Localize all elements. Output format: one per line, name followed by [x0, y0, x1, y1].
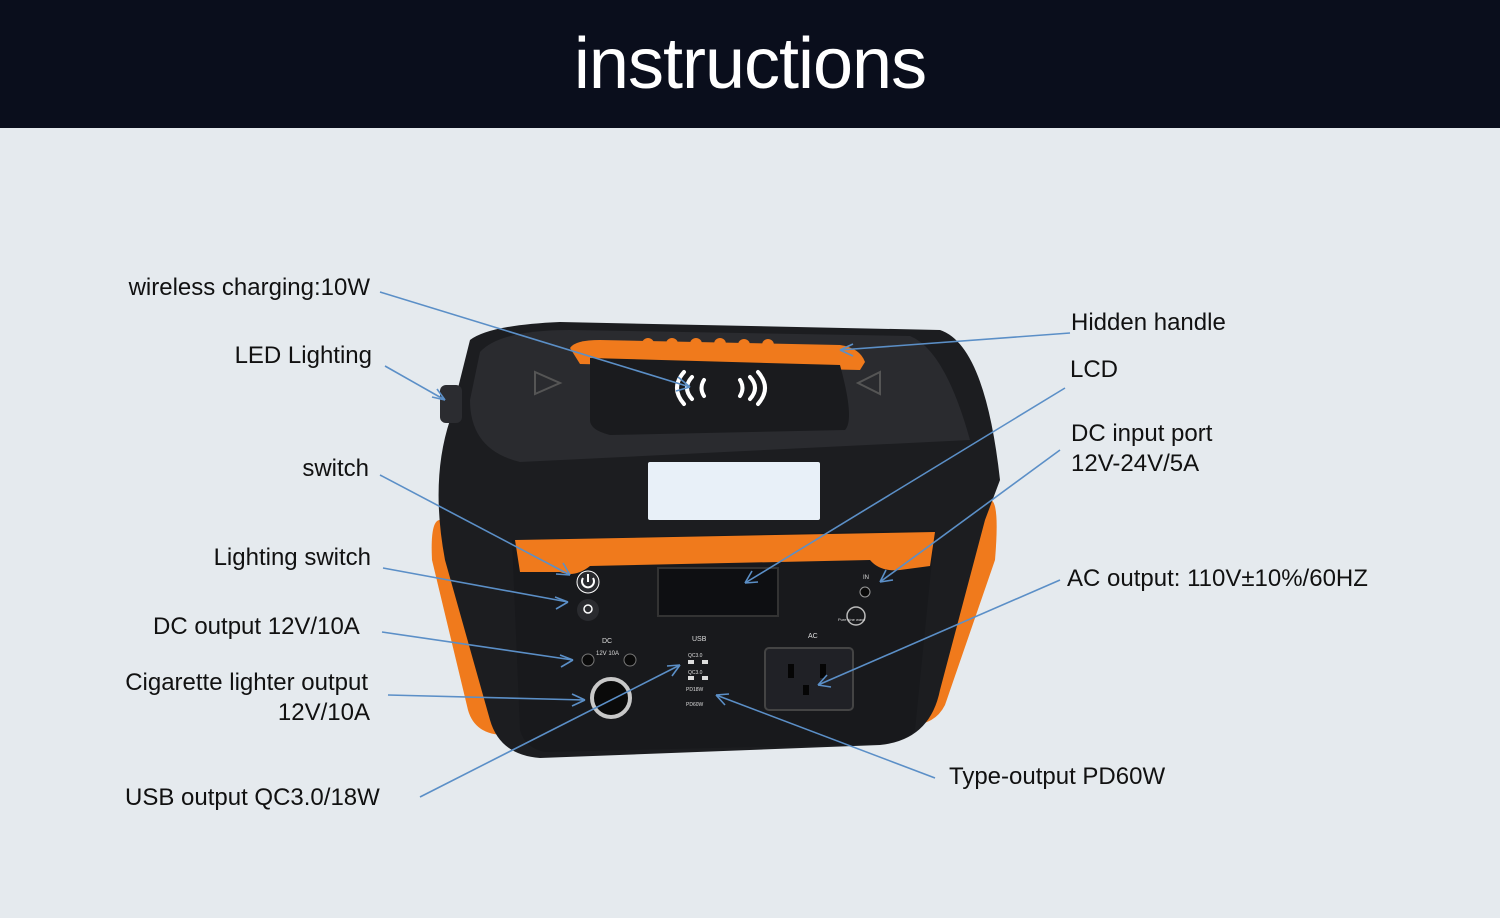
- qc2-text: QC3.0: [688, 670, 703, 676]
- usb-text: USB: [692, 636, 707, 643]
- label-lighting-switch: Lighting switch: [213, 544, 371, 571]
- light-switch: [577, 599, 599, 621]
- leader-switch: [379, 474, 571, 576]
- leader-handle: [839, 332, 1071, 351]
- power-glyph: [581, 574, 595, 589]
- in-text: IN: [863, 575, 869, 581]
- label-ac-output: AC output: 110V±10%/60HZ: [1067, 565, 1368, 592]
- label-hidden-handle: Hidden handle: [1071, 309, 1226, 336]
- ac-outlet: [764, 647, 854, 711]
- cigarette-lighter-port: [590, 677, 632, 719]
- battery-indicator-dots: [642, 338, 774, 351]
- wireless-charging-icon: [675, 370, 767, 406]
- leader-type-output: [715, 694, 936, 779]
- label-wireless-charging: wireless charging:10W: [128, 274, 370, 301]
- dc-text: DC: [602, 638, 612, 645]
- label-switch: switch: [302, 455, 369, 482]
- label-dc-input-line2: 12V-24V/5A: [1071, 450, 1200, 477]
- brand-text: Pure sine wave: [838, 617, 866, 622]
- dc-port-2: [623, 653, 637, 667]
- dc-input-port: [859, 586, 871, 598]
- leader-lines: [379, 291, 1071, 798]
- dc-rating-text: 12V 10A: [596, 651, 619, 657]
- leader-usb: [419, 664, 681, 798]
- label-lcd: LCD: [1070, 356, 1119, 383]
- leader-cigarette: [387, 694, 586, 701]
- qc1-text: QC3.0: [688, 653, 703, 659]
- label-type-output: Type-output PD60W: [949, 763, 1166, 790]
- ac-socket-slots: [788, 664, 826, 695]
- leader-lighting-switch: [382, 567, 569, 603]
- label-dc-output: DC output 12V/10A: [153, 613, 360, 640]
- leader-dc-output: [381, 631, 574, 661]
- label-led-lighting: LED Lighting: [234, 342, 372, 369]
- brand-logo: [846, 606, 866, 626]
- label-dc-input-line1: DC input port: [1071, 420, 1213, 447]
- lcd-screen: [657, 567, 779, 617]
- ac-text: AC: [808, 633, 818, 640]
- dc-port-1: [581, 653, 595, 667]
- leader-ac-output: [817, 579, 1061, 686]
- left-triangle-mark: [534, 370, 563, 396]
- white-panel: [648, 462, 820, 520]
- label-cigarette-line2: 12V/10A: [277, 699, 370, 726]
- leader-dc-input: [879, 449, 1061, 583]
- label-cigarette-line1: Cigarette lighter output: [125, 669, 368, 696]
- led-lamp: [440, 385, 462, 423]
- wireless-pad: [590, 358, 849, 435]
- orange-lip: [515, 532, 935, 574]
- right-triangle-mark: [855, 370, 881, 396]
- label-usb-output: USB output QC3.0/18W: [125, 784, 380, 811]
- pd1-text: PD18W: [686, 687, 704, 693]
- bulb-glyph: [583, 604, 593, 614]
- leader-wireless: [379, 291, 691, 388]
- page-title: instructions: [573, 24, 927, 104]
- leader-lcd: [744, 387, 1066, 584]
- leader-led: [384, 365, 446, 401]
- usb-ports: [688, 660, 708, 680]
- pd2-text: PD60W: [686, 702, 704, 708]
- header-bar: instructions: [0, 0, 1500, 128]
